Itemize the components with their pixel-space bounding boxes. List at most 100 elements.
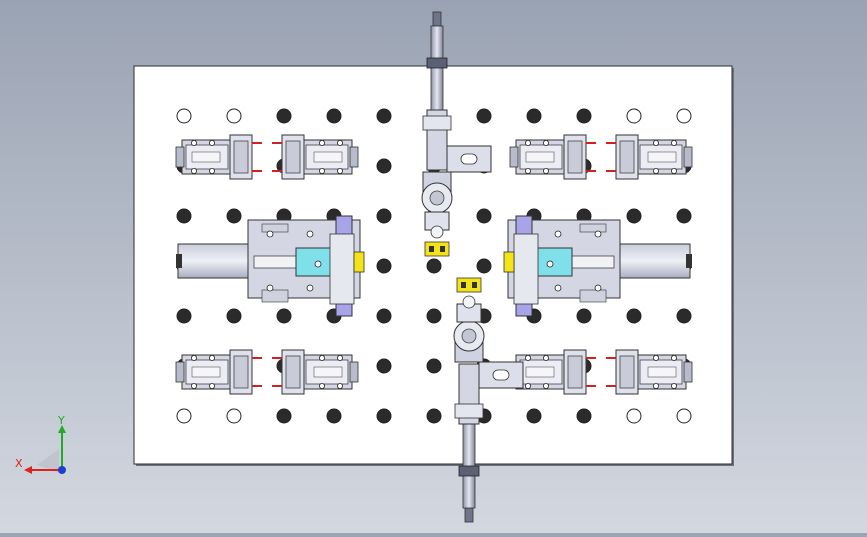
locating-hole [326,408,342,424]
toggle-clamp[interactable] [606,134,693,180]
toggle-clamp[interactable] [509,134,596,180]
clamp-head [349,146,359,168]
yellow-sensor [353,251,365,273]
locating-hole [276,108,292,124]
locating-hole [426,408,442,424]
clamp-lever [567,140,583,174]
locating-hole [226,208,242,224]
toggle-clamp[interactable] [272,134,359,180]
locating-hole [176,308,192,324]
fixture-components[interactable] [175,11,693,523]
screw-head-icon [554,284,562,292]
screw-head-icon [208,140,215,146]
vertical-shaft-clamp[interactable] [421,11,492,257]
toggle-clamp[interactable] [606,349,693,395]
jaw-tooth [472,282,477,288]
mount-tab [579,223,607,233]
shaft-tip [464,507,474,523]
locating-hole [676,408,692,424]
screw-head-icon [190,355,197,361]
locating-hole [376,258,392,274]
screw-head-icon [542,167,549,174]
locating-hole [676,308,692,324]
cylinder-mount [513,233,539,305]
x-axis-label: X [15,457,23,470]
horizontal-slide-unit[interactable] [503,215,692,317]
clamp-lever [233,140,249,174]
locating-hole [376,358,392,374]
clamp-slot [647,151,677,163]
locating-hole [376,208,392,224]
side-bracket [446,145,492,173]
locating-hole [176,408,192,424]
screw-head-icon [671,140,678,146]
screw-head-icon [319,167,326,174]
screw-head-icon [524,355,531,361]
screw-head-icon [542,140,549,146]
mount-tab [261,289,289,303]
bracket-slot [460,153,478,165]
vertical-shaft-clamp[interactable] [453,277,524,523]
toggle-clamp[interactable] [175,349,262,395]
toggle-clamp[interactable] [272,349,359,395]
shaft-collar [426,57,448,69]
clamp-slot [313,366,343,378]
gripper-jaws [456,277,482,293]
y-arrowhead-icon [58,425,66,433]
locating-hole [226,308,242,324]
locating-hole [576,108,592,124]
locating-hole [476,258,492,274]
screw-head-icon [306,284,314,292]
horizontal-slide-unit[interactable] [176,215,365,317]
z-axis-dot-icon [58,466,66,474]
screw-head-icon [266,284,274,292]
view-orientation-triad[interactable]: Y X [15,414,66,474]
clamp-lever [619,355,635,389]
clamp-head [349,361,359,383]
clamp-slot [525,366,555,378]
clamp-head [175,361,185,383]
gripper-pivot [462,295,476,309]
locating-hole [226,108,242,124]
clamp-slot [647,366,677,378]
barrel-cap [422,115,452,131]
locating-hole [576,308,592,324]
locating-hole [376,108,392,124]
clamp-lever [567,355,583,389]
locating-hole [276,308,292,324]
screw-head-icon [337,382,344,389]
locating-hole [676,208,692,224]
locating-hole [626,308,642,324]
locating-hole [226,408,242,424]
clamp-head [509,146,519,168]
locating-hole [376,408,392,424]
screw-head-icon [337,140,344,146]
locating-hole [626,408,642,424]
screw-head-icon [542,382,549,389]
guide-rail [177,243,253,279]
locating-hole [476,208,492,224]
toggle-clamp[interactable] [175,134,262,180]
screw-head-icon [671,167,678,174]
screw-head-icon [671,382,678,389]
screw-head-icon [319,382,326,389]
guide-rail [615,243,691,279]
locating-hole [526,408,542,424]
screw-head-icon [524,167,531,174]
screw-head-icon [314,260,322,268]
clamp-slot [313,151,343,163]
clamp-slot [191,366,221,378]
clamp-slot [525,151,555,163]
clamp-head [683,361,693,383]
screw-head-icon [653,355,660,361]
screw-head-icon [653,167,660,174]
jaw-tooth [461,282,466,288]
mount-tab [261,223,289,233]
locating-hole [676,108,692,124]
clamp-lever [619,140,635,174]
piston-shaft [462,419,476,509]
triad-plane-icon [37,449,59,473]
screw-head-icon [653,382,660,389]
